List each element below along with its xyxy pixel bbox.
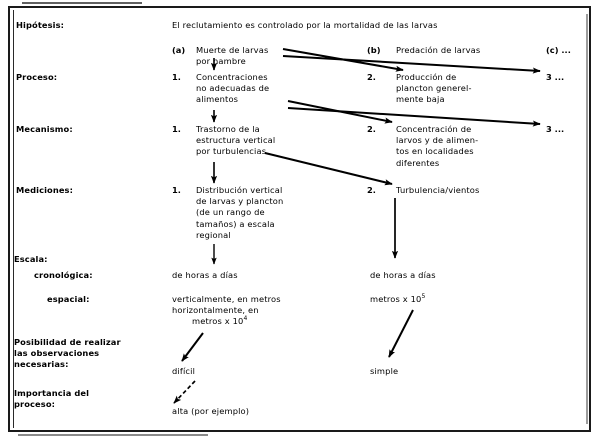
column-b-mediciones-number: 2. <box>367 185 376 195</box>
column-b-mecanismo: Concentración de larvos y de alimen- tos… <box>396 124 479 168</box>
column-a-proceso: Concentraciones no adecuadas de alimento… <box>196 72 270 105</box>
row-label-mediciones: Mediciones: <box>16 185 74 195</box>
column-a-proceso-number: 1. <box>172 72 181 82</box>
scan-artifact-right <box>586 14 588 424</box>
column-b-proceso-number: 2. <box>367 72 376 82</box>
column-b-espacial-metros: metros x 10 <box>370 294 422 304</box>
row-label-mecanismo: Mecanismo: <box>16 124 73 134</box>
scan-artifact-bottom <box>18 434 208 436</box>
column-a-espacial-line2: horizontalmente, en <box>172 305 259 315</box>
column-b-cronologica: de horas a días <box>370 270 436 280</box>
column-b-mediciones: Turbulencia/vientos <box>396 185 480 195</box>
row-label-hipotesis: Hipótesis: <box>16 20 65 30</box>
column-a-hypothesis: Muerte de larvas por hambre <box>196 45 269 67</box>
column-a-espacial-exponent: 4 <box>243 315 248 323</box>
row-label-posibilidad: Posibilidad de realizar las observacione… <box>14 337 121 370</box>
column-a-marker: (a) <box>172 45 186 55</box>
column-a-mecanismo: Trastorno de la estructura vertical por … <box>196 124 276 157</box>
row-label-importancia: Importancia del proceso: <box>14 388 90 410</box>
column-b-proceso: Producción de plancton generel- mente ba… <box>396 72 472 105</box>
column-a-espacial-line3: metros x 104 <box>192 316 247 327</box>
column-a-espacial-line1: verticalmente, en metros <box>172 294 281 304</box>
column-a-importancia: alta (por ejemplo) <box>172 406 250 416</box>
column-b-hypothesis: Predación de larvas <box>396 45 481 55</box>
column-c-marker: (c) ... <box>546 45 571 55</box>
column-b-posibilidad: simple <box>370 366 399 376</box>
page-frame-inner-left-rule <box>13 10 14 428</box>
column-b-marker: (b) <box>367 45 381 55</box>
row-label-proceso: Proceso: <box>16 72 58 82</box>
column-b-espacial-exponent: 5 <box>421 293 426 301</box>
row-label-escala: Escala: <box>14 254 48 264</box>
row-label-cronologica: cronológica: <box>34 270 93 280</box>
column-a-mediciones-number: 1. <box>172 185 181 195</box>
column-a-mecanismo-number: 1. <box>172 124 181 134</box>
column-a-cronologica: de horas a días <box>172 270 238 280</box>
column-a-espacial-metros: metros x 10 <box>192 316 244 326</box>
column-c-mecanismo: 3 ... <box>546 124 565 134</box>
row-label-espacial: espacial: <box>47 294 90 304</box>
hypothesis-statement: El reclutamiento es controlado por la mo… <box>172 20 438 30</box>
column-a-mediciones: Distribución vertical de larvas y planct… <box>196 185 284 240</box>
column-b-espacial: metros x 105 <box>370 294 425 305</box>
column-a-posibilidad: difícil <box>172 366 196 376</box>
page-frame-border <box>8 6 591 432</box>
column-c-proceso: 3 ... <box>546 72 565 82</box>
scan-artifact-top <box>22 2 142 4</box>
column-b-mecanismo-number: 2. <box>367 124 376 134</box>
